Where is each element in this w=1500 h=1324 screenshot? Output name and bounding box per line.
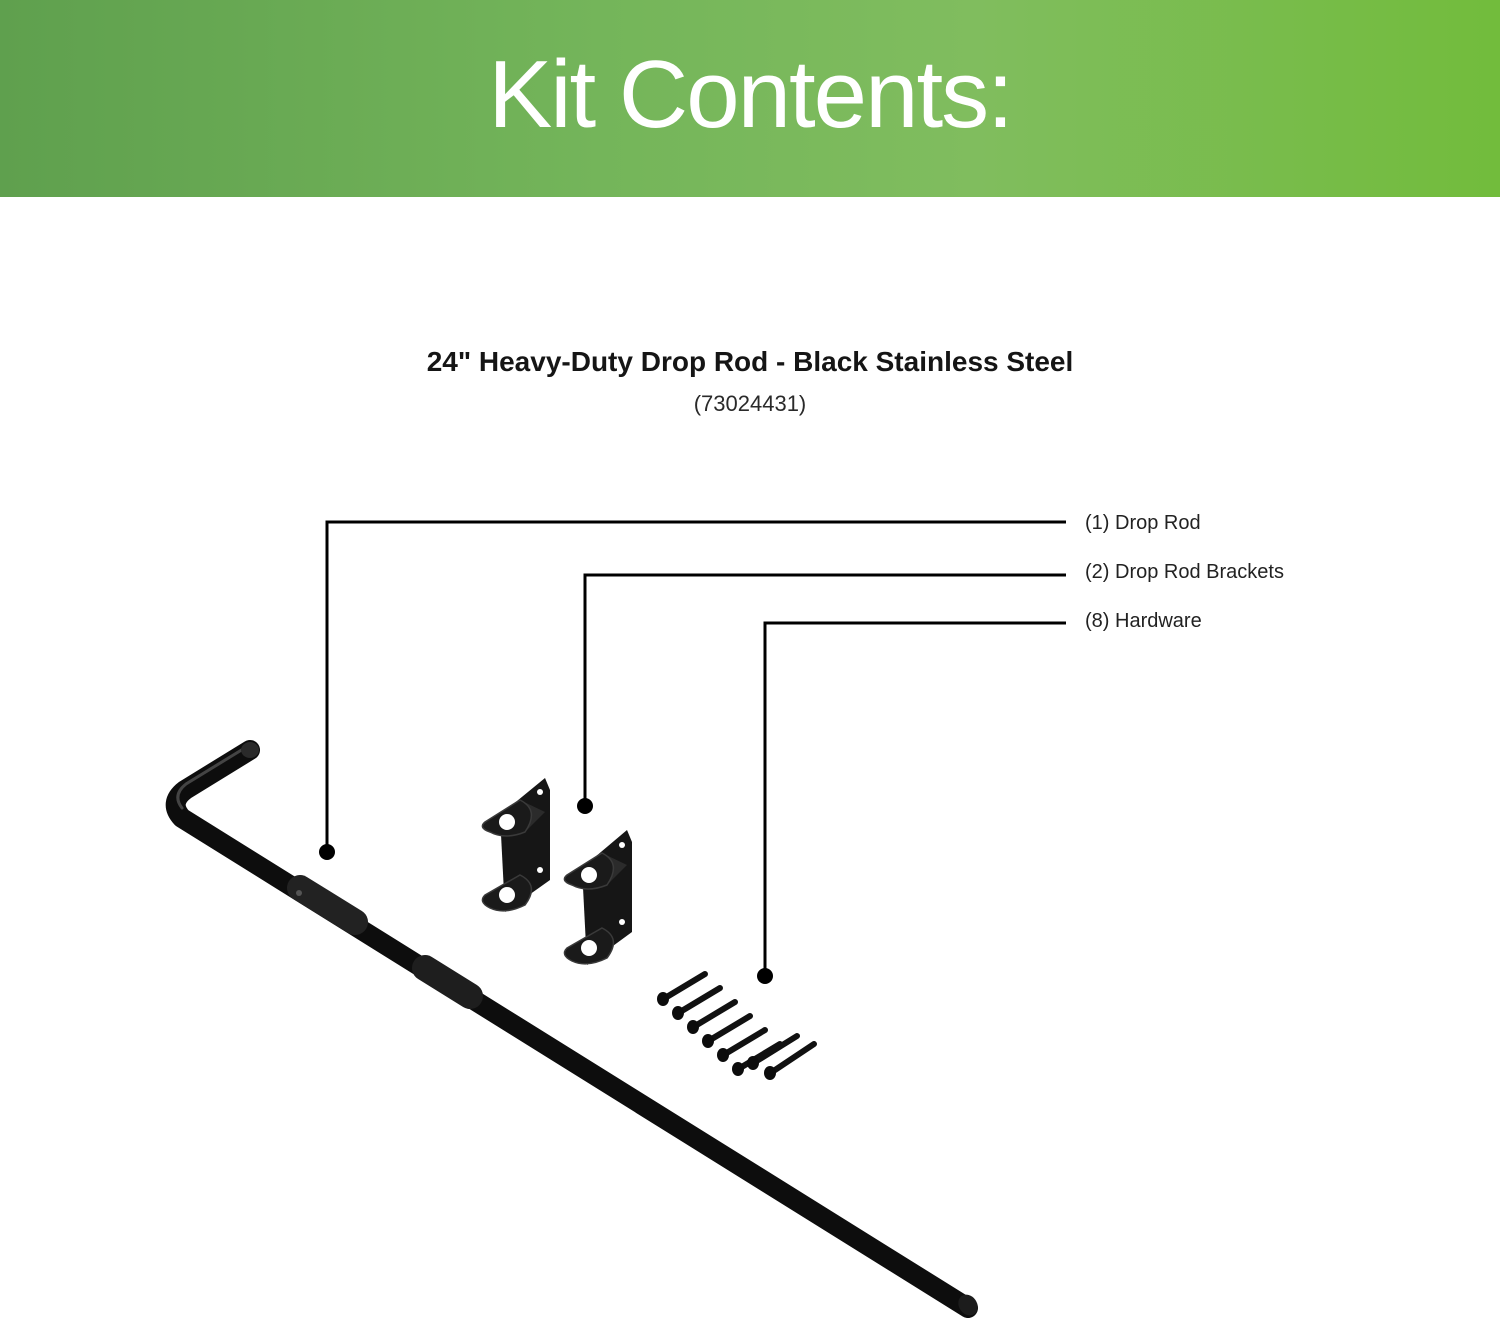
leader-lines (325, 520, 1066, 975)
callout-label-drop-rod: (1) Drop Rod (1085, 512, 1201, 534)
drop-rod-bracket-2 (563, 830, 632, 965)
drop-rod-bracket-1 (481, 778, 550, 912)
callout-label-hardware: (8) Hardware (1085, 610, 1202, 632)
leader-dot-drop-rod (319, 844, 335, 860)
leader-dot-brackets (577, 798, 593, 814)
hardware-screws (657, 971, 817, 1080)
screw-5 (717, 1027, 768, 1062)
screw-7 (747, 1033, 800, 1070)
leader-dot-hardware (757, 968, 773, 984)
screw-4 (702, 1013, 753, 1048)
screw-8 (764, 1041, 817, 1080)
header-banner: Kit Contents: (0, 0, 1500, 197)
leader-line-brackets (583, 573, 1066, 805)
callout-label-brackets: (2) Drop Rod Brackets (1085, 561, 1284, 583)
page-title: Kit Contents: (488, 40, 1014, 148)
product-code: (73024431) (693, 391, 807, 416)
screw-1 (657, 971, 708, 1006)
drop-rod (165, 740, 978, 1318)
product-name: 24" Heavy-Duty Drop Rod - Black Stainles… (426, 346, 1074, 377)
screw-2 (672, 985, 723, 1020)
leader-line-drop-rod (325, 520, 1066, 850)
leader-line-hardware (763, 621, 1066, 975)
leader-dots (319, 798, 773, 984)
screw-3 (687, 999, 738, 1034)
